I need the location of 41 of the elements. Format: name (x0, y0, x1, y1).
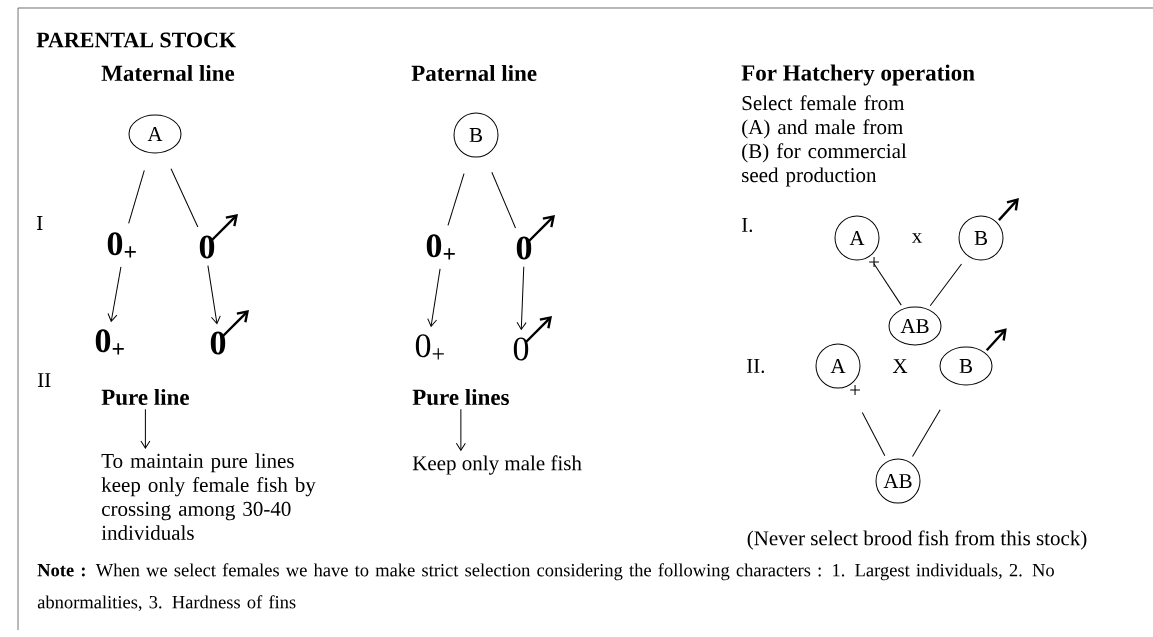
description-text: To maintain pure lines keep only female fish by crossing among 30-40 individuals (101, 453, 316, 540)
arrow (107, 266, 122, 322)
circle-node: B (453, 112, 499, 158)
sex-symbol: 0$_{+}$ (95, 329, 124, 355)
section-heading: Paternal line (411, 64, 537, 82)
oval-node: A (128, 114, 182, 154)
connector-line (929, 263, 962, 307)
section-heading: Pure line (101, 388, 189, 406)
description-text: Keep only male fish (412, 455, 582, 475)
arrow (207, 265, 221, 324)
sex-symbol: 0$_{+}$ (415, 334, 444, 360)
description-text: Select female from (A) and male from (B) for commercial seed production (742, 95, 907, 187)
sex-symbol: 0$_{+}$ (107, 232, 136, 258)
circle-node: AB (875, 458, 921, 504)
arrow (140, 408, 151, 449)
connector-line (447, 173, 465, 226)
connector-line (170, 168, 199, 228)
connector-line (912, 409, 941, 457)
connector-line (128, 169, 145, 224)
text-label: I. (741, 218, 753, 233)
title: PARENTAL STOCK (36, 32, 236, 48)
connector-line (873, 262, 902, 306)
text-label: II. (746, 359, 765, 374)
text-label: x (911, 233, 922, 243)
section-heading: For Hatchery operation (741, 64, 975, 86)
arrow (427, 268, 441, 327)
circle-node: B (958, 215, 1004, 261)
sex-symbol: 0$_{+}$ (426, 234, 455, 260)
text-label: II (37, 373, 51, 387)
oval-node: AB (888, 306, 942, 346)
section-heading: Maternal line (101, 64, 235, 82)
note-text: Note : When we select females we have to make strict selection considering the following characters : 1. Largest individuals, 2. No abnormalities, 3. Hardness of fins (37, 563, 1054, 612)
arrow (516, 266, 527, 330)
oval-node: B (939, 346, 993, 386)
text-label: I (36, 216, 43, 230)
connector-line (491, 171, 516, 229)
text-label: (Never select brood fish from this stock) (747, 530, 1087, 550)
connector-line (861, 412, 886, 457)
arrow (455, 408, 466, 451)
section-heading: Pure lines (412, 388, 509, 406)
text-label: X (892, 359, 908, 373)
